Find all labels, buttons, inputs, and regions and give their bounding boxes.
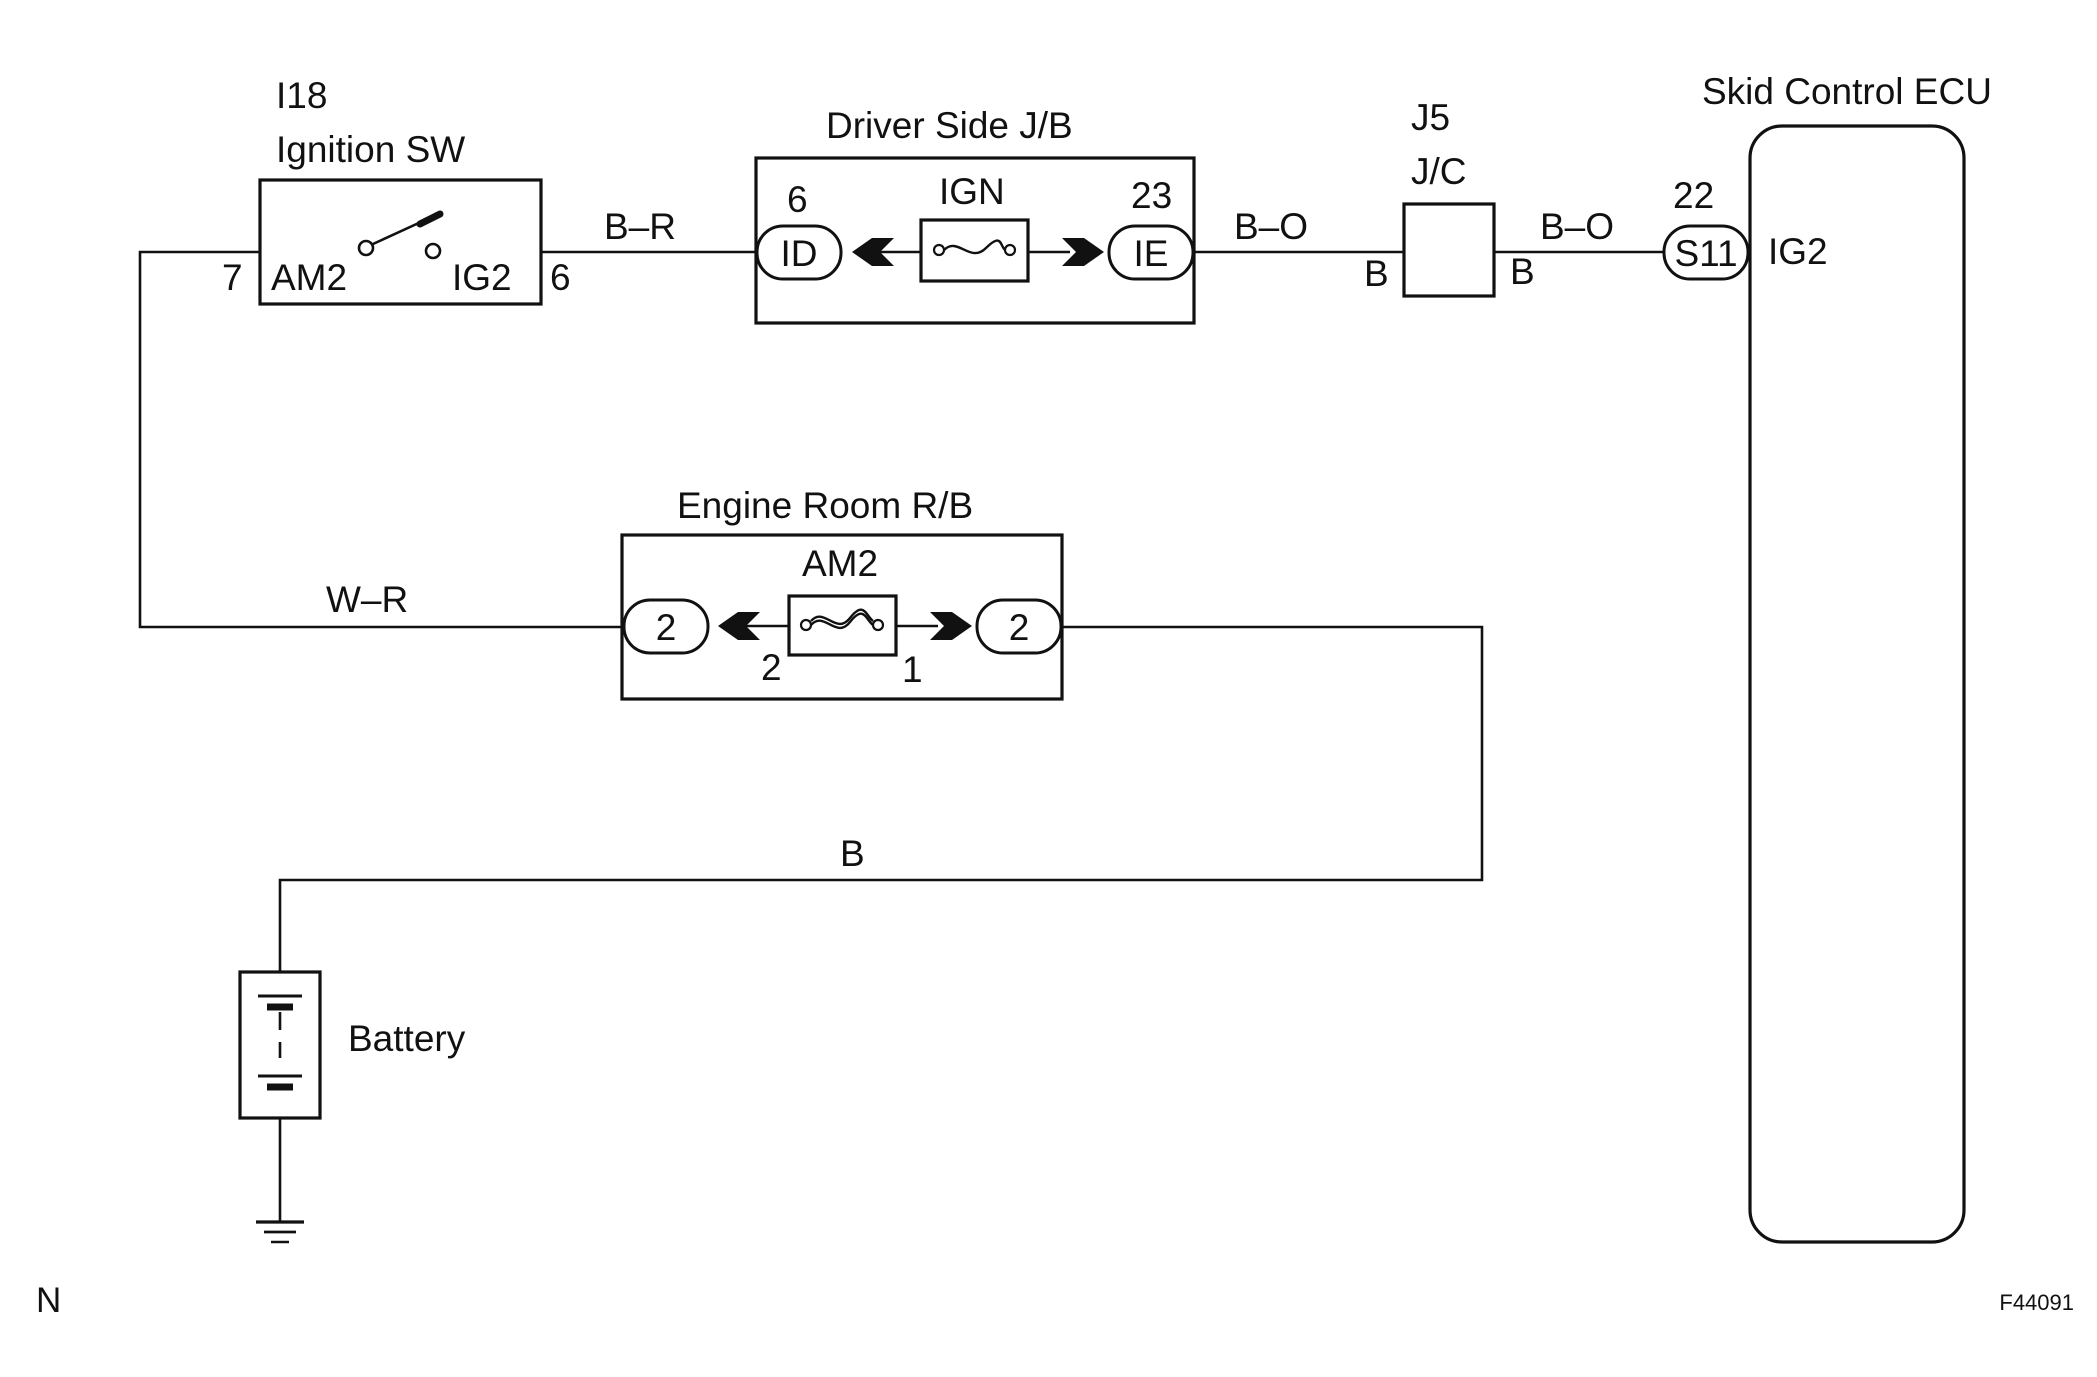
switch-icon [357, 210, 444, 260]
arrow-left-icon [718, 612, 760, 640]
wire-label-b-r: B–R [604, 206, 676, 247]
engine-rb-fuse-left-pin: 2 [761, 647, 782, 688]
ignition-switch-box [258, 178, 543, 306]
driver-jb-fuse-name: IGN [939, 171, 1005, 212]
junction-box [1402, 202, 1496, 298]
connector-2-left-label: 2 [656, 607, 677, 648]
ignition-am2-label: AM2 [271, 257, 347, 298]
ecu-box [1748, 124, 1966, 1244]
fusible-link-icon [799, 608, 885, 632]
ignition-switch-code: I18 [276, 75, 327, 116]
junction-code: J5 [1411, 97, 1450, 138]
footer-figure-id: F44091 [1999, 1290, 2074, 1315]
junction-connector: J5 J/C B B [1364, 97, 1535, 298]
junction-right-wire: B [1510, 251, 1535, 292]
driver-side-jb: Driver Side J/B 6 IGN 23 ID IE [754, 105, 1196, 325]
wire-label-b-o-1: B–O [1234, 206, 1308, 247]
driver-jb-box [754, 156, 1196, 325]
fuse-icon [932, 239, 1017, 257]
engine-room-rb: Engine Room R/B AM2 2 2 1 2 [620, 485, 1064, 701]
wire-w-r [138, 250, 624, 629]
junction-left-wire: B [1364, 253, 1389, 294]
wires [138, 250, 1750, 1222]
driver-jb-left-pin: 6 [787, 179, 808, 220]
engine-rb-name: Engine Room R/B [677, 485, 973, 526]
connector-s11 [1662, 224, 1750, 281]
connector-ie-label: IE [1134, 233, 1169, 274]
connector-2-right-label: 2 [1009, 607, 1030, 648]
ignition-switch-name: Ignition SW [276, 129, 465, 170]
battery-label: Battery [348, 1018, 466, 1059]
engine-rb-fuse-right-pin: 1 [902, 649, 923, 690]
arrow-right-icon [930, 612, 972, 640]
ecu-terminal: IG2 [1768, 231, 1828, 272]
connector-s11-label: S11 [1674, 233, 1737, 274]
ecu-name: Skid Control ECU [1702, 71, 1992, 112]
arrow-left-icon [852, 238, 894, 266]
wire-label-w-r: W–R [326, 579, 408, 620]
ignition-pin-in: 7 [222, 257, 243, 298]
ignition-pin-out: 6 [550, 257, 571, 298]
ign-fuse-box [919, 218, 1030, 283]
connector-ie [1107, 224, 1195, 281]
ignition-switch: I18 Ignition SW 7 AM2 IG2 6 [222, 75, 571, 306]
driver-jb-name: Driver Side J/B [826, 105, 1073, 146]
footer-left-code: N [36, 1281, 61, 1320]
driver-jb-right-pin: 23 [1131, 175, 1172, 216]
connector-id [755, 224, 843, 281]
wire-label-b-o-2: B–O [1540, 206, 1614, 247]
ignition-ig2-label: IG2 [452, 257, 512, 298]
connector-2-left [622, 598, 710, 655]
battery-box [238, 970, 322, 1120]
skid-control-ecu: Skid Control ECU 22 S11 IG2 [1662, 71, 1992, 1244]
wire-label-b: B [840, 833, 865, 874]
connector-2-right [975, 598, 1063, 655]
arrow-right-icon [1062, 238, 1104, 266]
connector-id-label: ID [781, 233, 818, 274]
junction-name: J/C [1411, 151, 1467, 192]
engine-rb-fuse-name: AM2 [802, 543, 878, 584]
battery: Battery [238, 970, 466, 1120]
battery-icon [258, 994, 302, 1091]
engine-rb-box [620, 533, 1064, 701]
ecu-pin: 22 [1673, 175, 1714, 216]
wire-b-battery [278, 625, 1484, 972]
ground-icon [256, 1220, 304, 1244]
